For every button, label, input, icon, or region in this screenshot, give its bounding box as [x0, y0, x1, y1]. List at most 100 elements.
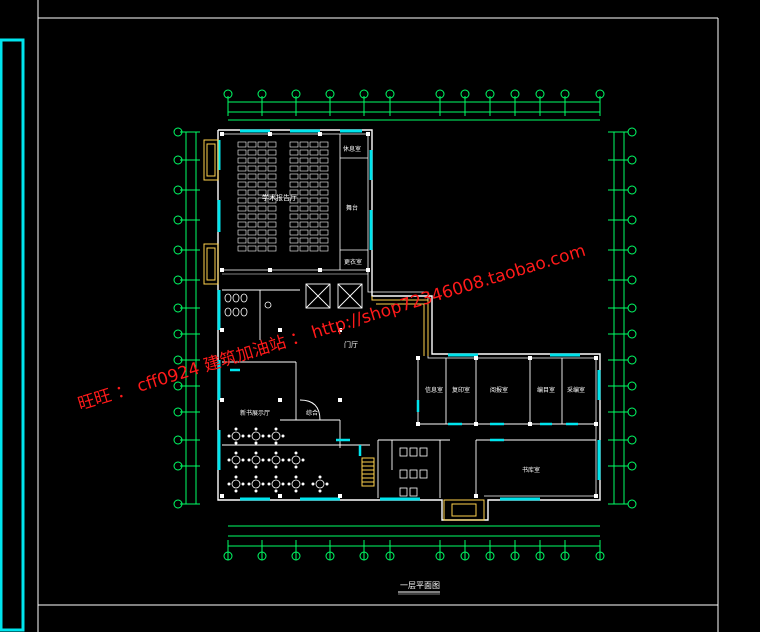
library-room-label: 书库室 [522, 466, 540, 474]
axis-bubble [257, 89, 267, 99]
seat [299, 189, 309, 196]
seat [319, 229, 329, 236]
exhibit-tables [227, 427, 329, 493]
seat [309, 141, 319, 148]
seat [237, 237, 247, 244]
seat [257, 189, 267, 196]
seat [299, 149, 309, 156]
axis-bubble [173, 329, 183, 339]
toilet-stall [419, 447, 428, 457]
chair [274, 489, 278, 493]
chair [274, 427, 278, 431]
axis-bubble [535, 551, 545, 561]
chair [241, 458, 245, 462]
axis-bubble [627, 499, 637, 509]
column [278, 398, 282, 402]
axis-bubble [627, 127, 637, 137]
seat [319, 141, 329, 148]
bottom-dimension-lines [228, 525, 600, 547]
seat [247, 221, 257, 228]
chair [261, 482, 265, 486]
seat [247, 157, 257, 164]
round-table [251, 455, 261, 465]
chair [254, 441, 258, 445]
axis-bubble [627, 355, 637, 365]
axis-bubble [627, 329, 637, 339]
column [366, 132, 370, 136]
axis-bubble [485, 89, 495, 99]
seat [289, 229, 299, 236]
round-table [291, 455, 301, 465]
chair [227, 458, 231, 462]
seat [319, 245, 329, 252]
seat [237, 205, 247, 212]
exhibit-hall-label: 新书展示厅 [240, 409, 270, 417]
axis-bubble [627, 381, 637, 391]
axis-bubble [223, 551, 233, 561]
chair [254, 465, 258, 469]
chair [318, 475, 322, 479]
chair [254, 427, 258, 431]
axis-bubble [173, 355, 183, 365]
axis-bubble [291, 551, 301, 561]
axis-bubble [359, 89, 369, 99]
axis-bubble [173, 127, 183, 137]
room-3-label: 阅报室 [490, 386, 508, 394]
seat [299, 245, 309, 252]
seat [289, 221, 299, 228]
right-dimension-lines [613, 132, 625, 504]
seat [247, 229, 257, 236]
axis-bubble [359, 551, 369, 561]
chair [247, 458, 251, 462]
axis-bubble [173, 185, 183, 195]
axis-bubble [435, 551, 445, 561]
round-table [231, 455, 241, 465]
seat [237, 157, 247, 164]
toilet-bowl [232, 307, 240, 317]
axis-bubble [627, 155, 637, 165]
round-table [251, 431, 261, 441]
column [594, 356, 598, 360]
seat [247, 245, 257, 252]
seat [289, 213, 299, 220]
seat [309, 189, 319, 196]
rest-room-label: 休息室 [343, 145, 361, 153]
column [220, 494, 224, 498]
seat [267, 197, 277, 204]
chair [261, 458, 265, 462]
toilet-bowl [232, 293, 240, 303]
chair [261, 434, 265, 438]
axis-bubble [257, 551, 267, 561]
chair [241, 482, 245, 486]
building-outline [217, 129, 601, 521]
room-2-label: 复印室 [452, 386, 470, 394]
toilet-bowl [240, 293, 248, 303]
seat [309, 165, 319, 172]
seat [299, 229, 309, 236]
axis-bubble [173, 155, 183, 165]
round-table [271, 455, 281, 465]
seat [267, 181, 277, 188]
seat [257, 221, 267, 228]
bottom-axis-markers [223, 540, 605, 561]
seat [247, 173, 257, 180]
seat [299, 141, 309, 148]
toilet-stall [399, 487, 408, 497]
auditorium-seating [237, 141, 329, 252]
seat [267, 245, 277, 252]
toilet-stall [409, 469, 418, 479]
chair [254, 475, 258, 479]
seat [289, 205, 299, 212]
seat [319, 221, 329, 228]
dressing-room-label: 更衣室 [344, 258, 362, 266]
axis-bubble [460, 551, 470, 561]
seat [309, 197, 319, 204]
seat [309, 157, 319, 164]
seat [299, 197, 309, 204]
seat [299, 213, 309, 220]
seat [257, 165, 267, 172]
toilet-stall [399, 447, 408, 457]
seat [257, 149, 267, 156]
axis-bubble [173, 245, 183, 255]
seat [257, 173, 267, 180]
